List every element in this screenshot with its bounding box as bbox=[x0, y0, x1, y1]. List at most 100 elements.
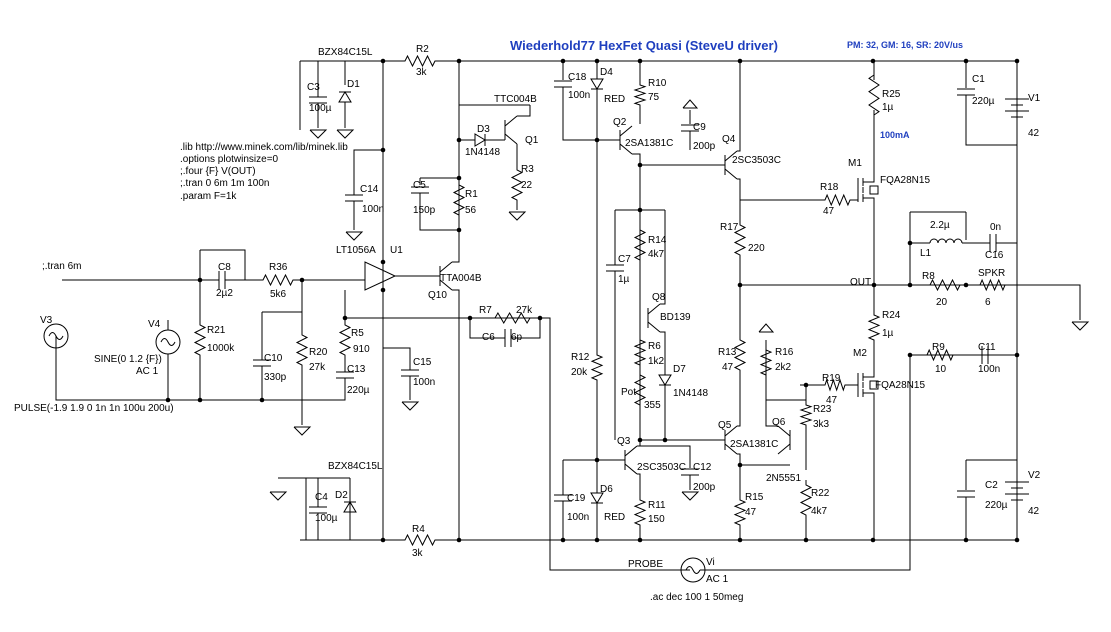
ground-icon bbox=[681, 491, 700, 501]
transistor-q3-emitter bbox=[624, 463, 638, 475]
diode-d6 bbox=[590, 492, 604, 504]
resistor-r22 bbox=[799, 480, 813, 520]
wire bbox=[965, 95, 1017, 146]
label-q5: Q5 bbox=[718, 420, 732, 431]
ground-icon bbox=[309, 129, 328, 139]
wire bbox=[660, 210, 666, 305]
transistor-q10-emitter bbox=[439, 279, 453, 291]
value-r16: 2k2 bbox=[775, 362, 792, 373]
v3-label: V3 bbox=[40, 315, 53, 326]
transistor-q5-emitter bbox=[724, 443, 738, 455]
label-d2: D2 bbox=[335, 490, 348, 501]
wire bbox=[200, 249, 246, 280]
mosfet-m1-source bbox=[863, 197, 875, 210]
junction bbox=[456, 227, 462, 233]
transistor-q6-emitter bbox=[777, 443, 791, 455]
label-d3: D3 bbox=[477, 124, 490, 135]
vi-label: Vi bbox=[706, 557, 715, 568]
label-q3: Q3 bbox=[617, 436, 631, 447]
u1-part-label: LT1056A bbox=[336, 245, 376, 256]
label-l1: L1 bbox=[920, 248, 932, 259]
value-r15: 47 bbox=[745, 507, 757, 518]
source-vi-sine bbox=[685, 566, 701, 574]
label-r22: R22 bbox=[811, 488, 830, 499]
junction bbox=[1014, 352, 1020, 358]
junction bbox=[1014, 537, 1020, 543]
value-r36: 5k6 bbox=[270, 289, 287, 300]
value-r3: 22 bbox=[521, 180, 533, 191]
wire bbox=[640, 445, 691, 468]
label-r20: R20 bbox=[309, 347, 328, 358]
value-d6: RED bbox=[604, 512, 625, 523]
resistor-r21 bbox=[193, 320, 207, 360]
label-r10: R10 bbox=[648, 78, 667, 89]
ground-icon bbox=[682, 99, 699, 109]
junction bbox=[870, 58, 876, 64]
ground-icon bbox=[1071, 321, 1090, 331]
value-q6: 2N5551 bbox=[766, 473, 801, 484]
value-r9: 10 bbox=[935, 364, 947, 375]
diode-d3 bbox=[474, 133, 486, 147]
label-r18: R18 bbox=[820, 182, 839, 193]
wire bbox=[740, 284, 1081, 320]
value-c8: 2µ2 bbox=[216, 288, 233, 299]
probe-label: PROBE bbox=[628, 559, 663, 570]
label-r11: R11 bbox=[648, 500, 666, 511]
junction bbox=[637, 207, 643, 213]
label-r23: R23 bbox=[813, 404, 832, 415]
label-c12: C12 bbox=[693, 462, 712, 473]
label-c18: C18 bbox=[568, 72, 587, 83]
label-c11: C11 bbox=[978, 342, 996, 353]
directive-4: ;.tran 0 6m 1m 100n bbox=[180, 178, 270, 189]
value-q1: TTC004B bbox=[494, 94, 537, 105]
value-c16: 0n bbox=[990, 222, 1001, 233]
label-r14: R14 bbox=[648, 235, 667, 246]
wire bbox=[737, 453, 741, 495]
wire bbox=[419, 193, 459, 231]
label-q2: Q2 bbox=[613, 117, 627, 128]
label-q1: Q1 bbox=[525, 135, 539, 146]
wire bbox=[469, 318, 505, 339]
value-c9: 200p bbox=[693, 141, 716, 152]
resistor-r8 bbox=[925, 278, 965, 292]
resistor-r1 bbox=[452, 180, 466, 220]
junction bbox=[1014, 58, 1020, 64]
wire bbox=[737, 61, 741, 152]
value-c10: 330p bbox=[264, 372, 287, 383]
label-r36: R36 bbox=[269, 262, 288, 273]
value-r13: 47 bbox=[722, 362, 734, 373]
zener-d2 bbox=[343, 501, 357, 513]
value-c14: 100n bbox=[362, 204, 384, 215]
resistor-r17 bbox=[733, 220, 747, 260]
value-r2: 3k bbox=[416, 67, 428, 78]
ground-icon bbox=[508, 211, 527, 221]
resistor-r16 bbox=[759, 345, 773, 380]
value-c4: 100µ bbox=[315, 513, 338, 524]
value-r25: 1µ bbox=[882, 102, 894, 113]
label-r1: R1 bbox=[465, 189, 478, 200]
value-c2: 220µ bbox=[985, 500, 1008, 511]
label-c3: C3 bbox=[307, 82, 320, 93]
label-c16: C16 bbox=[985, 250, 1004, 261]
value-pot: 355 bbox=[644, 400, 661, 411]
junction bbox=[963, 282, 969, 288]
transistor-q8-collector bbox=[647, 303, 661, 315]
wire bbox=[562, 87, 620, 141]
directive-3: ;.four {F} V(OUT) bbox=[180, 166, 256, 177]
resistor-spkr bbox=[975, 278, 1010, 292]
wire bbox=[353, 149, 383, 195]
junction bbox=[907, 282, 913, 288]
transistor-q3-collector bbox=[624, 445, 638, 457]
value-r11: 150 bbox=[648, 514, 665, 525]
vi-ac-label: AC 1 bbox=[706, 574, 729, 585]
wire bbox=[637, 473, 641, 495]
wire bbox=[55, 336, 302, 401]
value-q2: 2SA1381C bbox=[625, 138, 673, 149]
label-r3: R3 bbox=[521, 164, 534, 175]
ac-directive: .ac dec 100 1 50meg bbox=[650, 592, 743, 603]
resistor-r9 bbox=[922, 348, 958, 362]
value-r4: 3k bbox=[412, 548, 424, 559]
zener-d1 bbox=[338, 91, 352, 103]
